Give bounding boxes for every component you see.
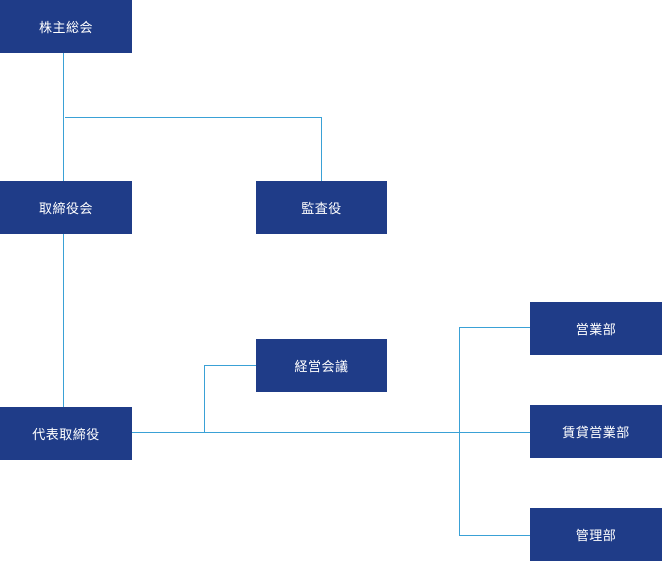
connector-sales-horizontal (459, 327, 530, 328)
node-label: 監査役 (301, 202, 342, 217)
node-board-of-directors: 取締役会 (0, 181, 132, 234)
connector-management-meeting-horizontal (204, 365, 256, 366)
node-label: 代表取締役 (32, 428, 100, 443)
connector-board-to-representative (63, 234, 64, 407)
node-shareholders-meeting: 株主総会 (0, 0, 132, 53)
node-label: 管理部 (575, 529, 617, 544)
node-administration-department: 管理部 (530, 508, 662, 561)
node-label: 経営会議 (294, 360, 349, 375)
node-label: 営業部 (575, 323, 617, 338)
node-management-meeting: 経営会議 (256, 339, 387, 392)
connector-shareholders-to-board (63, 53, 64, 181)
node-label: 取締役会 (38, 202, 93, 217)
node-representative-director: 代表取締役 (0, 407, 132, 460)
connector-branch-to-auditor-horizontal (65, 117, 322, 118)
connector-administration-horizontal (459, 535, 530, 536)
node-sales-department: 営業部 (530, 302, 662, 355)
node-leasing-sales-department: 賃貸営業部 (530, 405, 662, 458)
node-label: 賃貸営業部 (562, 426, 630, 441)
node-auditor: 監査役 (256, 181, 387, 234)
connector-departments-vertical (459, 327, 460, 535)
connector-branch-to-auditor-vertical (321, 117, 322, 181)
node-label: 株主総会 (38, 21, 93, 36)
connector-management-meeting-vertical (204, 365, 205, 433)
connector-representative-horizontal (132, 432, 530, 433)
